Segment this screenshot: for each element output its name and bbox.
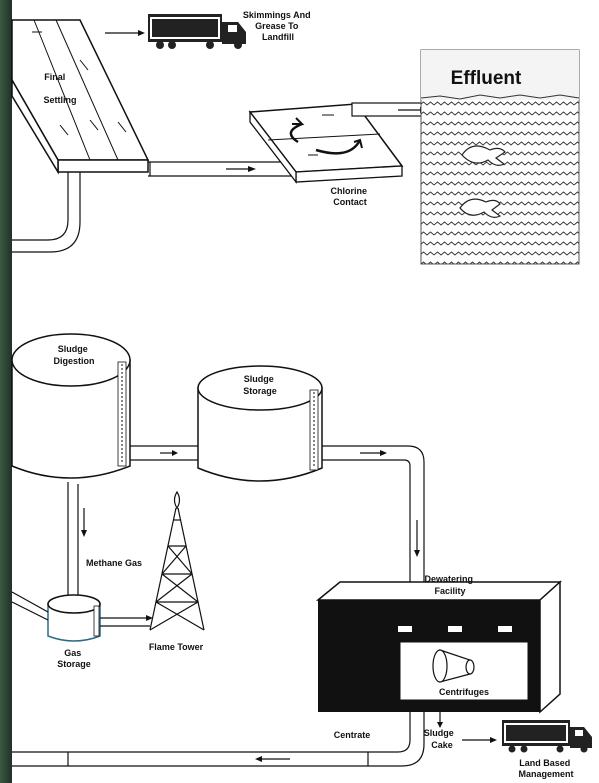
final-settling-label-2: Settling [44,95,77,105]
fish-icon [459,198,502,218]
skimmings-label-3: Landfill [262,32,294,42]
svg-text:Dewatering Facility: Dewatering Facility [424,574,475,596]
sludge-digestion-label-2: Digestion [53,356,94,366]
svg-text:Skimmings And Grease To: Skimmings And Grease To Landfill [243,10,313,42]
skimmings-label-2: Grease To [255,21,299,31]
svg-text:Chlorine Contact: Chlorine Contact [330,186,369,207]
sludge-cake-label-1: Sludge [424,728,454,738]
chlorine-contact-label-2: Contact [333,197,367,207]
effluent-label: Effluent [451,68,522,89]
sludge-transfer-pipe [130,445,198,461]
background-edge [0,0,14,783]
skimmings-label-1: Skimmings And [243,10,311,20]
centrifuge-icon [432,649,475,683]
effluent-pipe [148,161,298,177]
dewatering-facility-label-1: Dewatering [424,574,473,584]
land-based-management-label-2: Management [518,769,573,779]
flame-tower-label: Flame Tower [149,642,204,652]
sludge-digestion-tank [11,333,131,479]
truck-icon [148,14,246,49]
sludge-storage-tank [197,365,323,482]
effluent-water-body [420,49,580,265]
dewatering-facility [315,580,562,714]
return-pipe [12,172,81,253]
gas-storage-label-2: Storage [57,659,91,669]
gas-storage-tank [47,594,101,642]
svg-text:Land Based Management: Land Based Management [518,758,573,779]
centrifuges-label: Centrifuges [439,687,489,697]
centrate-label: Centrate [334,730,371,740]
methane-gas-label: Methane Gas [86,558,142,568]
dewatering-facility-label-2: Facility [434,586,465,596]
gas-inlet-pipe [11,591,49,621]
sludge-storage-label-1: Sludge [244,374,274,384]
sludge-storage-label-2: Storage [243,386,277,396]
svg-text:Sludge Digestion: Sludge Digestion [53,344,94,366]
fish-icon [461,145,506,166]
svg-text:Gas Storage: Gas Storage [57,648,91,669]
svg-text:Sludge Cake: Sludge Cake [424,728,457,750]
final-settling-tank [11,19,150,175]
methane-gas-line [67,482,85,600]
centrate-return-pipe [12,712,425,767]
chlorine-contact-label-1: Chlorine [330,186,367,196]
svg-text:Sludge Storage: Sludge Storage [243,374,277,396]
gas-storage-label-1: Gas [64,648,81,658]
land-based-management-label-1: Land Based [519,758,570,768]
flame-tower-icon [149,490,205,631]
sludge-digestion-label-1: Sludge [58,344,88,354]
sludge-cake-label-2: Cake [431,740,453,750]
flare-pipe [100,617,150,627]
chlorine-contact-tank [248,103,404,184]
dewatering-feed-pipe [322,445,425,600]
final-settling-label-1: Final [44,72,65,82]
flow-arrow [248,166,256,172]
truck-icon [502,720,592,753]
svg-text:Final Settling: Final Settling [44,72,77,105]
